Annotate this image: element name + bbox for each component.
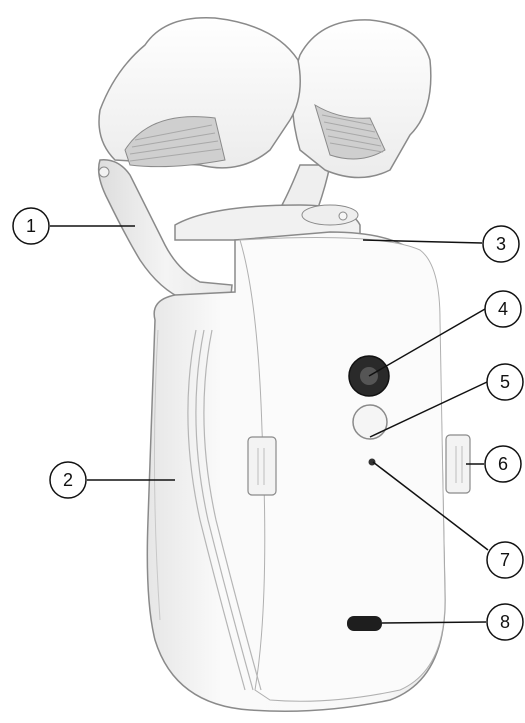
callout-1: 1 [13, 208, 49, 244]
callout-number: 4 [498, 299, 508, 319]
back-arm [282, 165, 330, 208]
callout-number: 2 [63, 470, 73, 490]
charging-port [347, 616, 382, 631]
callout-number: 6 [498, 454, 508, 474]
left-side-clip [248, 437, 276, 495]
right-massage-head [293, 20, 431, 178]
power-button[interactable] [353, 405, 387, 439]
left-massage-head [99, 18, 300, 168]
callout-7: 7 [487, 542, 523, 578]
callout-6: 6 [485, 446, 521, 482]
callout-number: 3 [496, 234, 506, 254]
hinge-icon [99, 167, 109, 177]
indicator-light [369, 459, 376, 466]
callout-number: 8 [500, 612, 510, 632]
callout-4: 4 [485, 291, 521, 327]
callout-3: 3 [483, 226, 519, 262]
callout-number: 5 [500, 372, 510, 392]
callout-number: 1 [26, 216, 36, 236]
callout-5: 5 [487, 364, 523, 400]
callout-2: 2 [50, 462, 86, 498]
callout-number: 7 [500, 550, 510, 570]
callout-8: 8 [487, 604, 523, 640]
